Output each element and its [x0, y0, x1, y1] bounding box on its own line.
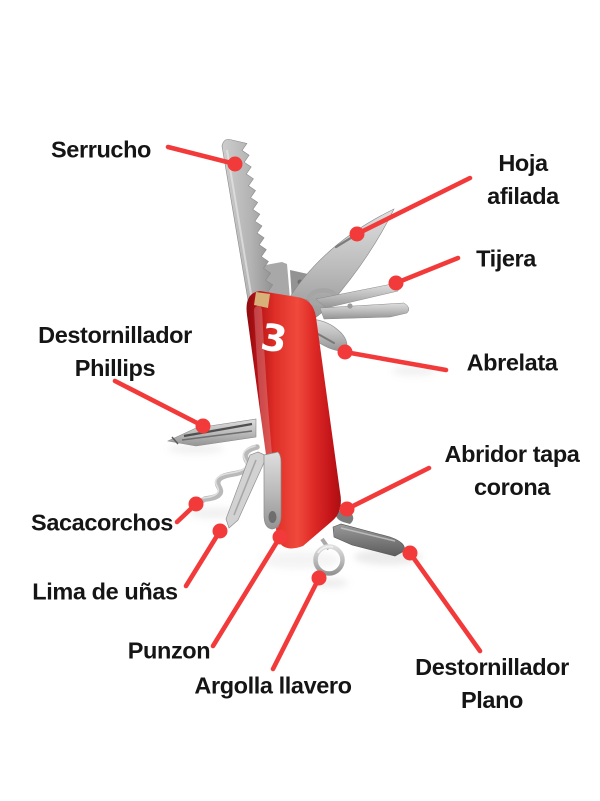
label-sacacorchos: Sacacorchos	[31, 507, 173, 540]
label-hoja-afilada-line1: Hoja	[498, 150, 548, 176]
saw-blade	[221, 138, 276, 313]
label-hoja-afilada-line2: afilada	[487, 183, 559, 209]
label-destornillador-phillips: Destornillador Phillips	[38, 319, 192, 385]
label-destornillador-phillips-line2: Phillips	[74, 355, 156, 381]
label-abridor-tapa-corona-line2: corona	[474, 474, 550, 500]
keyring	[313, 537, 345, 576]
dot-abrelata	[337, 344, 353, 360]
label-punzon-text: Punzon	[127, 637, 211, 664]
connector-abridor-tapa-corona	[339, 465, 432, 517]
connector-argolla-llavero	[270, 570, 327, 672]
leader-line-abrelata	[342, 349, 449, 373]
label-tijera: Tijera	[476, 243, 536, 276]
label-tijera-text: Tijera	[476, 245, 536, 272]
leader-line-hoja-afilada	[354, 175, 473, 237]
connector-sacacorchos	[174, 496, 204, 525]
dot-hoja-afilada	[349, 226, 365, 242]
connector-destornillador-plano	[402, 545, 483, 654]
label-destornillador-plano-line2: Plano	[461, 687, 523, 713]
leader-line-destornillador-phillips	[112, 378, 206, 429]
label-abridor-tapa-corona: Abridor tapa corona	[445, 438, 580, 504]
label-sacacorchos-text: Sacacorchos	[31, 509, 173, 536]
handle-corner-inlay	[254, 292, 270, 308]
label-lima-de-unas: Lima de uñas	[32, 576, 178, 609]
label-destornillador-phillips-line1: Destornillador	[38, 322, 192, 348]
leader-line-tijera	[393, 255, 461, 286]
label-abrelata: Abrelata	[467, 347, 558, 380]
leader-line-abridor-tapa-corona	[344, 465, 432, 512]
leader-line-argolla-llavero	[270, 575, 322, 672]
connector-tijera	[388, 255, 461, 291]
label-argolla-llavero: Argolla llavero	[194, 670, 352, 703]
label-lima-de-unas-text: Lima de uñas	[32, 578, 178, 605]
connector-lima-de-unas	[183, 523, 228, 589]
leader-line-lima-de-unas	[183, 528, 223, 589]
cap-lifter-flat-screwdriver	[332, 509, 405, 557]
leader-line-punzon	[210, 534, 283, 649]
leader-line-destornillador-plano	[407, 550, 483, 654]
dot-sacacorchos	[188, 496, 204, 512]
connector-abrelata	[337, 344, 449, 373]
phillips-screwdriver	[167, 418, 257, 447]
connector-hoja-afilada	[349, 175, 473, 242]
label-destornillador-plano-line1: Destornillador	[415, 654, 569, 680]
scissors	[302, 283, 410, 320]
dot-punzon	[272, 529, 288, 545]
label-punzon: Punzon	[127, 635, 211, 668]
label-hoja-afilada: Hoja afilada	[487, 147, 559, 213]
corkscrew	[195, 444, 260, 506]
dot-abridor-tapa-corona	[339, 501, 355, 517]
dot-destornillador-phillips	[195, 418, 211, 434]
label-abrelata-text: Abrelata	[466, 349, 558, 376]
label-serrucho: Serrucho	[51, 134, 151, 167]
dot-tijera	[388, 275, 404, 291]
label-argolla-llavero-text: Argolla llavero	[194, 672, 352, 699]
connector-serrucho	[165, 144, 243, 172]
label-destornillador-plano: Destornillador Plano	[415, 651, 569, 717]
nail-file	[225, 451, 268, 529]
leader-line-serrucho	[165, 144, 238, 167]
dot-destornillador-plano	[402, 545, 418, 561]
dot-serrucho	[227, 156, 243, 172]
connectors	[112, 144, 483, 672]
dot-lima-de-unas	[212, 523, 228, 539]
dot-argolla-llavero	[311, 570, 327, 586]
awl-reamer	[263, 451, 282, 530]
label-serrucho-text: Serrucho	[51, 136, 151, 163]
label-abridor-tapa-corona-line1: Abridor tapa	[444, 441, 580, 467]
connector-destornillador-phillips	[112, 378, 211, 434]
connector-punzon	[210, 529, 288, 649]
